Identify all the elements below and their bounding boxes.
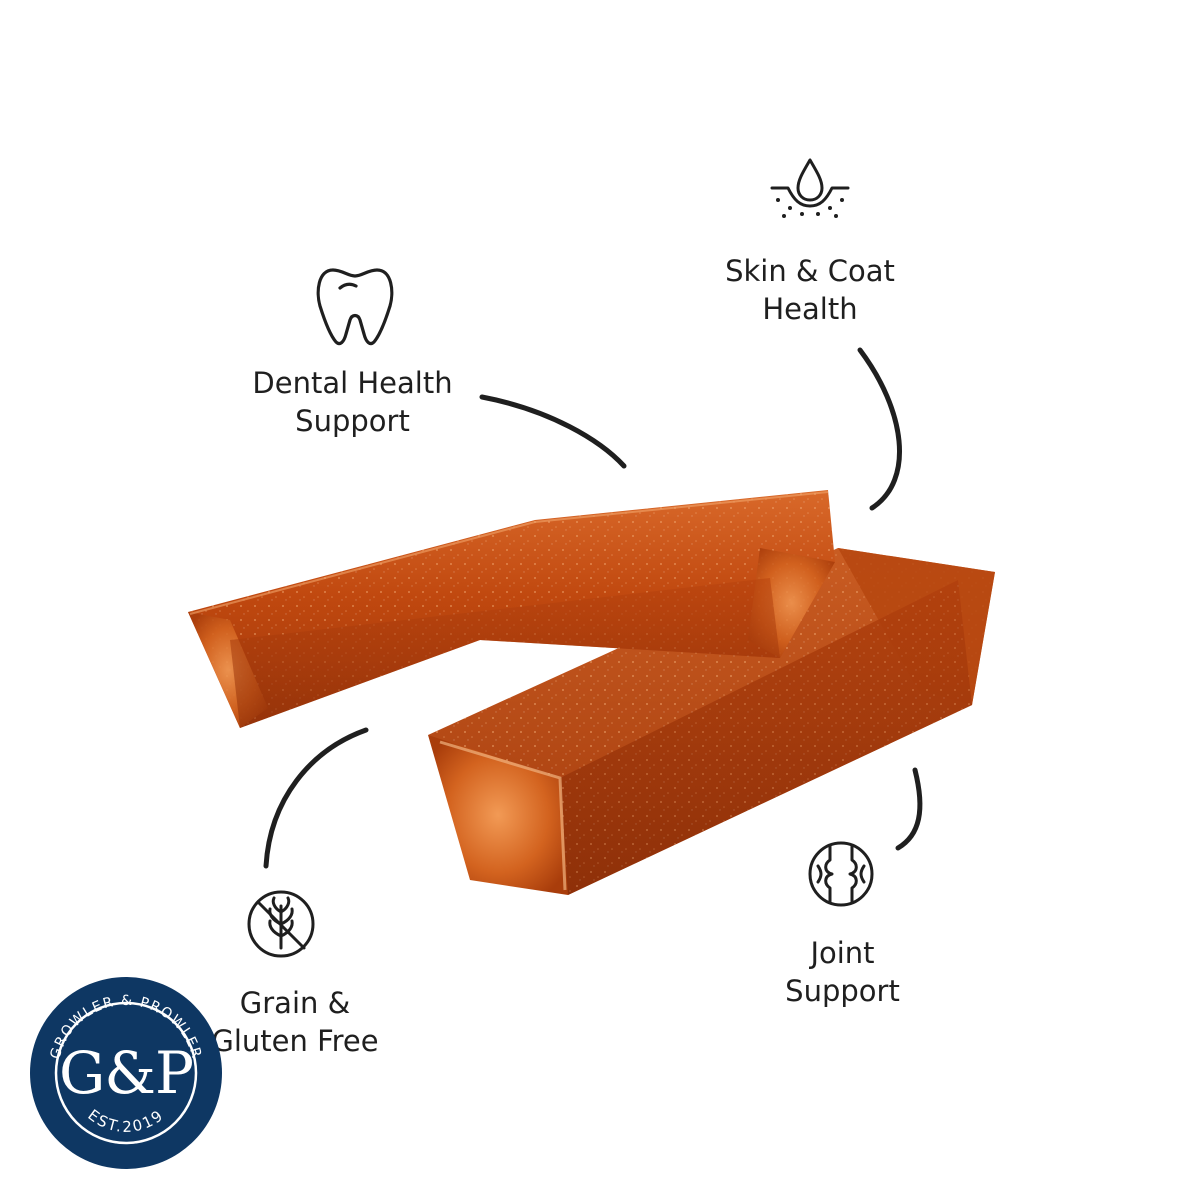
feature-label-line: Dental Health [252,366,453,400]
chew-end-face [428,735,568,895]
chew-stick-upper [188,490,835,728]
tooth-icon [316,268,394,346]
connector-joint [895,767,923,851]
chew-stick-lower [428,548,995,895]
feature-label-line: Skin & Coat [725,254,895,288]
feature-label-line: Support [295,404,410,438]
brand-badge: GROWLER & PROWLER EST.2019 G&P [28,975,224,1171]
feature-label-dental: Dental Health Support [230,364,475,440]
joint-icon [808,841,874,907]
skin-dots [776,198,844,218]
badge-monogram: G&P [59,1039,194,1107]
skin-droplet-icon [770,158,850,208]
connector-dental [479,394,627,469]
feature-label-line: Health [762,292,858,326]
feature-label-line: Support [785,974,900,1008]
feature-label-grain: Grain & Gluten Free [170,984,420,1060]
feature-label-line: Grain & [239,986,351,1020]
no-grain-icon [247,890,315,958]
feature-label-joint: Joint Support [740,934,945,1010]
feature-label-skin-coat: Skin & Coat Health [695,252,925,328]
feature-label-line: Joint [810,936,875,970]
feature-label-line: Gluten Free [211,1024,379,1058]
badge-seal: GROWLER & PROWLER EST.2019 [30,977,222,1169]
connector-grain [263,727,369,869]
connector-skin [857,347,902,511]
